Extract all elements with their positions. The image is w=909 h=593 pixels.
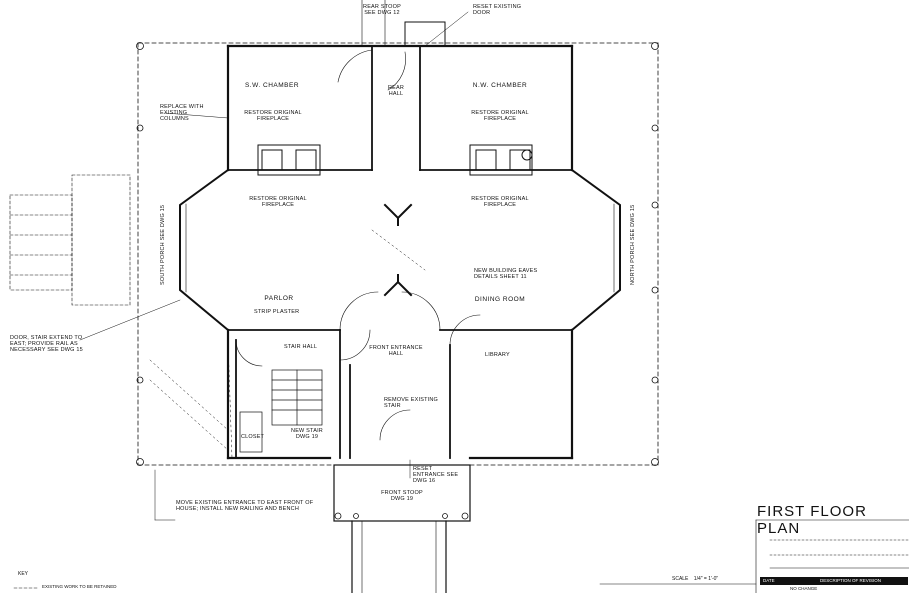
note-fireplace-dining: RESTORE ORIGINAL FIREPLACE bbox=[471, 196, 529, 208]
revision-value: NO CHANGE bbox=[790, 586, 818, 591]
leader-lines bbox=[79, 11, 469, 521]
room-label-sw-chamber: S.W. CHAMBER bbox=[244, 82, 300, 89]
note-reset-entrance: RESET ENTRANCE SEE DWG 16 bbox=[413, 466, 459, 484]
columns bbox=[136, 42, 659, 520]
front-stoop bbox=[333, 464, 471, 593]
revision-date-header: DATE bbox=[763, 578, 775, 583]
room-label-library: LIBRARY bbox=[485, 352, 510, 358]
room-label-parlor: PARLOR bbox=[264, 295, 294, 302]
room-label-south-porch: SOUTH PORCH SEE DWG 15 bbox=[160, 204, 166, 285]
note-reset-door: RESET EXISTING DOOR bbox=[473, 4, 522, 16]
room-label-nw-chamber: N.W. CHAMBER bbox=[472, 82, 528, 89]
room-label-front-entrance-hall: FRONT ENTRANCE HALL bbox=[369, 345, 423, 357]
note-sw-chamber-replace: REPLACE WITH EXISTING COLUMNS bbox=[160, 104, 204, 122]
colonnade-perimeter bbox=[137, 42, 659, 466]
room-label-rear-hall: REAR HALL bbox=[387, 85, 405, 97]
note-door-stair: DOOR, STAIR EXTEND TO EAST; PROVIDE RAIL… bbox=[10, 335, 83, 353]
plan-title: FIRST FLOOR PLAN bbox=[757, 503, 867, 537]
revision-table-header: DATE DESCRIPTION OF REVISION bbox=[760, 577, 908, 585]
key-item: EXISTING WORK TO BE RETAINED bbox=[42, 584, 117, 589]
title-block-frame bbox=[13, 519, 909, 593]
room-label-stair-hall: STAIR HALL bbox=[284, 344, 318, 350]
reference-lines bbox=[149, 229, 426, 459]
scale-note: SCALE 1/4" = 1'-0" bbox=[672, 576, 718, 582]
note-fireplace-sw: RESTORE ORIGINAL FIREPLACE bbox=[244, 110, 302, 122]
central-columns bbox=[383, 203, 413, 297]
south-porch-steps bbox=[9, 174, 131, 306]
room-label-north-porch: NORTH PORCH SEE DWG 15 bbox=[630, 204, 636, 285]
door-swings bbox=[235, 49, 481, 441]
note-new-building-eaves: NEW BUILDING EAVES DETAILS SHEET 11 bbox=[474, 268, 538, 280]
scale-value: 1/4" = 1'-0" bbox=[693, 576, 719, 582]
room-label-dining-room: DINING ROOM bbox=[474, 296, 526, 303]
note-fireplace-parlor: RESTORE ORIGINAL FIREPLACE bbox=[249, 196, 307, 208]
note-fireplace-nw: RESTORE ORIGINAL FIREPLACE bbox=[471, 110, 529, 122]
note-stair-remove: REMOVE EXISTING STAIR bbox=[384, 397, 439, 409]
exterior-walls bbox=[226, 44, 574, 460]
scale-label: SCALE bbox=[672, 576, 689, 582]
note-parlor-strip: STRIP PLASTER bbox=[254, 309, 300, 315]
note-new-entrance: MOVE EXISTING ENTRANCE TO EAST FRONT OF … bbox=[176, 500, 314, 512]
octagon-bays bbox=[179, 168, 621, 332]
room-label-front-stoop: FRONT STOOP DWG 19 bbox=[381, 490, 423, 502]
room-label-rear-stoop: REAR STOOP SEE DWG 12 bbox=[363, 4, 401, 16]
fireplaces bbox=[257, 144, 533, 176]
room-label-closet: CLOSET bbox=[241, 434, 265, 440]
revision-description-header: DESCRIPTION OF REVISION bbox=[820, 578, 882, 583]
room-label-new-stair: NEW STAIR DWG 19 bbox=[291, 428, 323, 440]
key-title: KEY bbox=[18, 571, 29, 577]
stair bbox=[239, 369, 323, 453]
